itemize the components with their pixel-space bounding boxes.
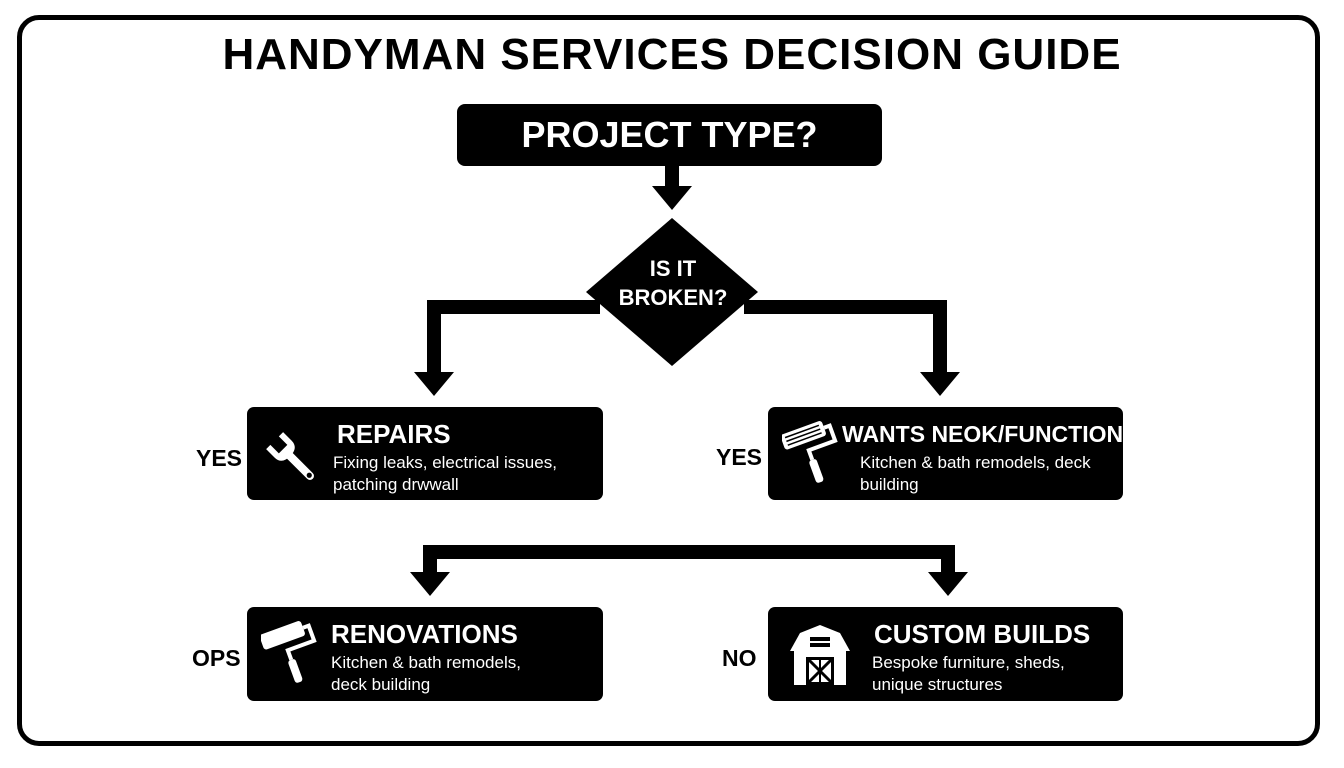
connector-decision-to-repairs xyxy=(427,300,600,378)
repairs-side-label: YES xyxy=(196,445,243,471)
start-node-project-type: PROJECT TYPE? xyxy=(457,104,882,166)
decision-diamond xyxy=(586,218,758,366)
wants-card: WANTS NEOK/FUNCTION? Kitchen & bath remo… xyxy=(768,407,1137,500)
wrench-icon xyxy=(266,432,314,480)
connector-decision-to-wants xyxy=(744,300,947,378)
renovations-card: RENOVATIONS Kitchen & bath remodels, dec… xyxy=(247,607,603,701)
wants-description: Kitchen & bath remodels, deck building xyxy=(860,452,1110,496)
wants-title: WANTS NEOK/FUNCTION? xyxy=(842,421,1138,447)
barn-icon xyxy=(790,625,850,685)
repairs-desc-line-1: Fixing leaks, electrical issues, xyxy=(333,453,557,472)
repairs-title: REPAIRS xyxy=(337,419,451,449)
renovations-description: Kitchen & bath remodels, deck building xyxy=(331,652,551,696)
arrowhead-to-custom-builds xyxy=(928,572,968,596)
renovations-desc-line-1: Kitchen & bath remodels, xyxy=(331,653,521,672)
wants-desc-line-2: building xyxy=(860,475,919,494)
arrowhead-to-repairs xyxy=(414,372,454,396)
paint-roller-icon xyxy=(782,421,838,483)
decision-line-1: IS IT xyxy=(649,256,697,281)
arrowhead-to-renovations xyxy=(410,572,450,596)
paint-roller-icon xyxy=(261,621,317,683)
diagram-title: HANDYMAN SERVICES DECISION GUIDE xyxy=(222,30,1122,79)
decision-line-2: BROKEN? xyxy=(618,285,728,310)
wants-desc-line-1: Kitchen & bath remodels, deck xyxy=(860,453,1091,472)
arrowhead-to-wants xyxy=(920,372,960,396)
custom-builds-desc-line-1: Bespoke furniture, sheds, xyxy=(872,653,1065,672)
decision-label: IS IT BROKEN? xyxy=(600,254,746,312)
renovations-side-label: OPS xyxy=(192,645,241,671)
connector-start-to-decision xyxy=(665,166,679,188)
repairs-desc-line-2: patching drwwall xyxy=(333,475,459,494)
custom-builds-title: CUSTOM BUILDS xyxy=(874,619,1091,649)
custom-builds-description: Bespoke furniture, sheds, unique structu… xyxy=(872,652,1092,696)
repairs-description: Fixing leaks, electrical issues, patchin… xyxy=(333,452,573,496)
arrowhead-to-decision xyxy=(652,186,692,210)
renovations-desc-line-2: deck building xyxy=(331,675,431,694)
custom-builds-card: CUSTOM BUILDS Bespoke furniture, sheds, … xyxy=(768,607,1123,701)
custom-builds-desc-line-2: unique structures xyxy=(872,675,1003,694)
connector-lower-branch xyxy=(423,545,955,576)
custom-builds-side-label: NO xyxy=(722,645,757,671)
wants-side-label: YES xyxy=(716,444,763,470)
repairs-card: REPAIRS Fixing leaks, electrical issues,… xyxy=(247,407,603,500)
renovations-title: RENOVATIONS xyxy=(331,619,518,649)
